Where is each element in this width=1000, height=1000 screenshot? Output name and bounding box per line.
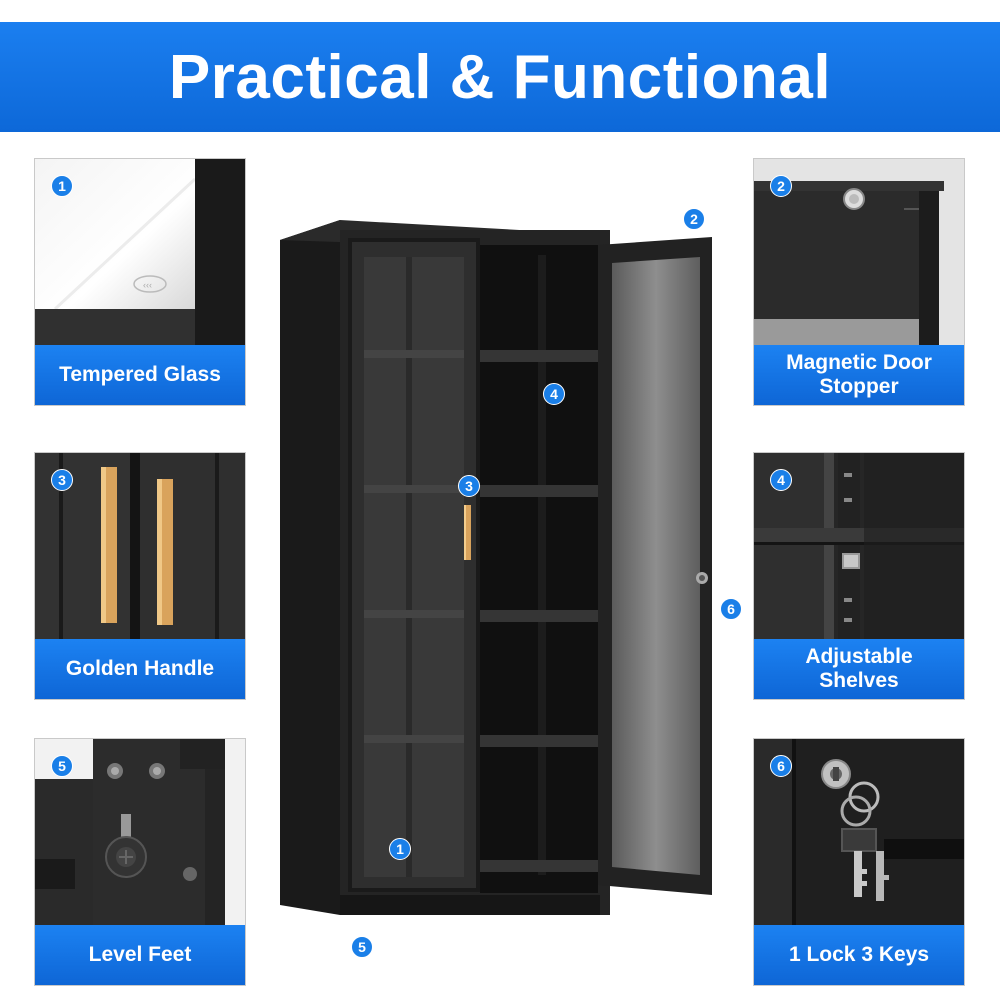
feature-label-lock-keys: 1 Lock 3 Keys xyxy=(754,925,964,985)
feature-number-badge: 2 xyxy=(770,175,792,197)
feature-number-badge: 4 xyxy=(770,469,792,491)
tempered-glass-photo: ‹‹‹ xyxy=(35,159,245,345)
callout-glass: 1 xyxy=(389,838,411,860)
feature-label-golden-handle: Golden Handle xyxy=(35,639,245,699)
feature-label-magnetic-door-stopper: Magnetic Door Stopper xyxy=(754,345,964,405)
feature-card-tempered-glass: ‹‹‹ 1 Tempered Glass xyxy=(34,158,246,406)
feature-number-badge: 6 xyxy=(770,755,792,777)
callout-feet: 5 xyxy=(351,936,373,958)
callout-handle: 3 xyxy=(458,475,480,497)
feature-card-adjustable-shelves: 4 Adjustable Shelves xyxy=(753,452,965,700)
feature-card-level-feet: 5 Level Feet xyxy=(34,738,246,986)
svg-text:‹‹‹: ‹‹‹ xyxy=(143,280,152,290)
callout-lock: 6 xyxy=(720,598,742,620)
door-stopper-photo xyxy=(754,159,964,345)
feature-number-badge: 3 xyxy=(51,469,73,491)
feature-label-tempered-glass: Tempered Glass xyxy=(35,345,245,405)
feature-number-badge: 5 xyxy=(51,755,73,777)
adjustable-shelves-photo xyxy=(754,453,964,639)
feature-card-lock-keys: 6 1 Lock 3 Keys xyxy=(753,738,965,986)
feature-label-adjustable-shelves: Adjustable Shelves xyxy=(754,639,964,699)
header-banner: Practical & Functional xyxy=(0,22,1000,132)
feature-card-golden-handle: 3 Golden Handle xyxy=(34,452,246,700)
feature-label-level-feet: Level Feet xyxy=(35,925,245,985)
cabinet-illustration xyxy=(280,215,720,935)
feature-card-magnetic-door-stopper: 2 Magnetic Door Stopper xyxy=(753,158,965,406)
feature-number-badge: 1 xyxy=(51,175,73,197)
callout-door-stopper: 2 xyxy=(683,208,705,230)
callout-shelves: 4 xyxy=(543,383,565,405)
page-title: Practical & Functional xyxy=(168,42,832,112)
